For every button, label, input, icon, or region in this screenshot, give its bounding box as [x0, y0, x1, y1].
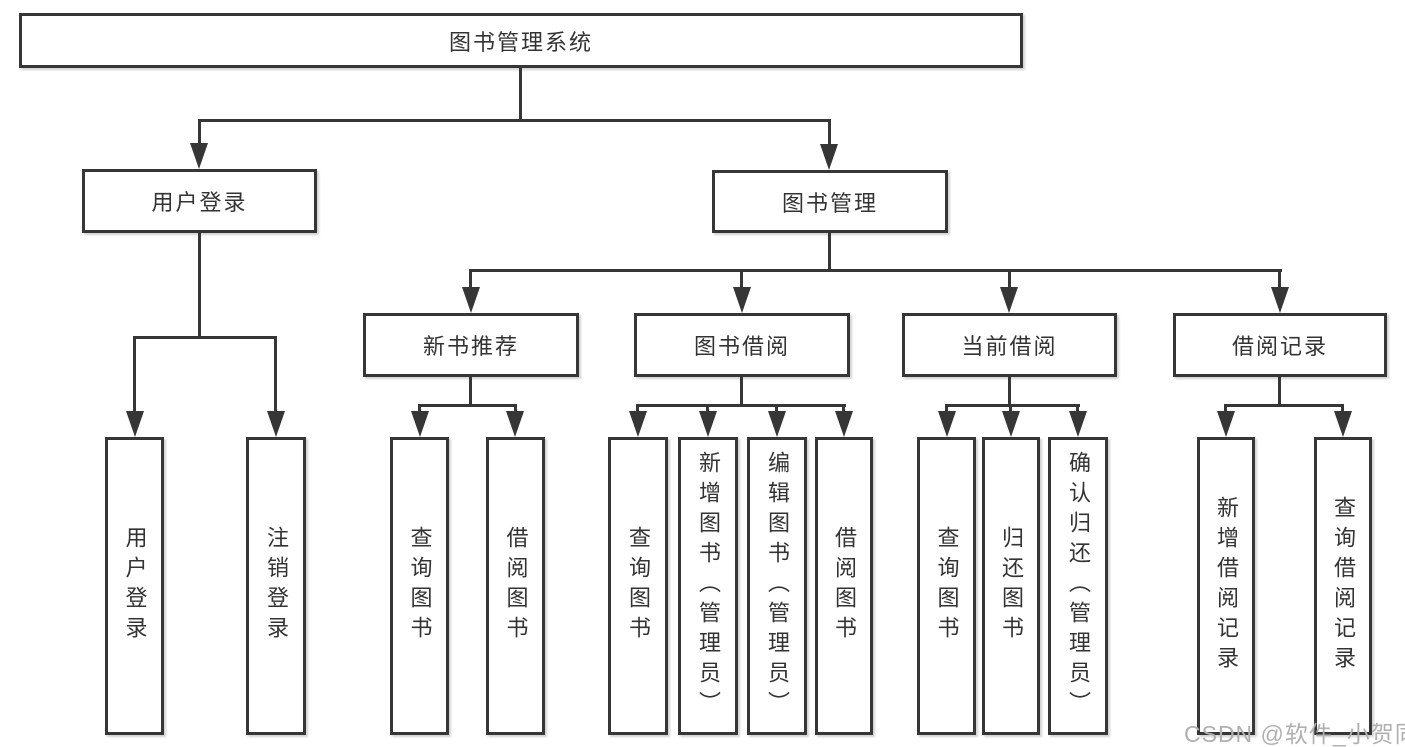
- arrowhead-icon: [1271, 287, 1289, 313]
- connector-line: [198, 119, 831, 122]
- connector-line: [418, 404, 421, 413]
- connector-line: [469, 377, 472, 407]
- node-root: 图书管理系统: [19, 13, 1023, 68]
- leaf-confirm-return-admin: 确认归还（管理员）: [1048, 437, 1108, 735]
- csdn-watermark: CSDN @软件_小贺同学: [1184, 721, 1405, 747]
- connector-line: [198, 233, 201, 338]
- leaf-query-books-recommend: 查询图书: [390, 437, 449, 735]
- connector-line: [514, 404, 517, 413]
- connector-line: [1008, 269, 1011, 289]
- connector-line: [775, 404, 778, 413]
- arrowhead-icon: [1002, 411, 1020, 437]
- node-borrow-records: 借阅记录: [1173, 313, 1387, 377]
- connector-line: [1278, 269, 1281, 289]
- arrowhead-icon: [462, 287, 480, 313]
- arrowhead-icon: [1000, 287, 1018, 313]
- leaf-edit-books-admin: 编辑图书（管理员）: [747, 437, 807, 735]
- arrowhead-icon: [820, 144, 838, 170]
- arrowhead-icon: [768, 411, 786, 437]
- leaf-return-books: 归还图书: [982, 437, 1040, 735]
- connector-line: [740, 377, 743, 407]
- connector-line: [1009, 404, 1012, 413]
- leaf-add-books-admin: 新增图书（管理员）: [678, 437, 738, 735]
- connector-line: [706, 404, 709, 413]
- connector-line: [1008, 377, 1011, 407]
- leaf-query-books-current: 查询图书: [917, 437, 976, 735]
- arrowhead-icon: [835, 411, 853, 437]
- leaf-add-borrow-record: 新增借阅记录: [1197, 437, 1255, 735]
- connector-line: [842, 404, 845, 413]
- connector-line: [133, 336, 277, 339]
- leaf-borrow-books-recommend: 借阅图书: [486, 437, 545, 735]
- arrowhead-icon: [1217, 411, 1235, 437]
- arrowhead-icon: [126, 411, 144, 437]
- connector-line: [636, 404, 639, 413]
- connector-line: [740, 269, 743, 289]
- connector-line: [469, 269, 1282, 272]
- connector-line: [945, 404, 948, 413]
- connector-line: [198, 119, 201, 145]
- arrowhead-icon: [411, 411, 429, 437]
- leaf-borrow-books: 借阅图书: [815, 437, 873, 735]
- connector-line: [636, 404, 846, 407]
- arrowhead-icon: [629, 411, 647, 437]
- arrowhead-icon: [733, 287, 751, 313]
- arrowhead-icon: [938, 411, 956, 437]
- node-user-login: 用户登录: [82, 169, 317, 233]
- connector-line: [945, 404, 1080, 407]
- arrowhead-icon: [699, 411, 717, 437]
- connector-line: [469, 269, 472, 289]
- arrowhead-icon: [1069, 411, 1087, 437]
- leaf-logout: 注销登录: [246, 437, 306, 735]
- connector-line: [1341, 404, 1344, 413]
- connector-line: [133, 336, 136, 413]
- connector-line: [1224, 404, 1227, 413]
- node-new-book-recommend: 新书推荐: [363, 313, 579, 377]
- connector-line: [418, 404, 517, 407]
- node-current-borrow: 当前借阅: [902, 313, 1117, 377]
- leaf-query-borrow-record: 查询借阅记录: [1314, 437, 1372, 735]
- arrowhead-icon: [190, 143, 208, 169]
- connector-line: [828, 233, 831, 271]
- connector-line: [1224, 404, 1344, 407]
- leaf-query-books-borrow: 查询图书: [608, 437, 668, 735]
- arrowhead-icon: [267, 411, 285, 437]
- connector-line: [1278, 377, 1281, 407]
- connector-line: [828, 119, 831, 146]
- arrowhead-icon: [506, 411, 524, 437]
- connector-line: [519, 68, 522, 121]
- node-book-management: 图书管理: [712, 170, 948, 233]
- node-book-borrow: 图书借阅: [634, 313, 850, 377]
- connector-line: [1076, 404, 1079, 413]
- connector-line: [274, 336, 277, 413]
- arrowhead-icon: [1334, 411, 1352, 437]
- leaf-user-login: 用户登录: [105, 437, 164, 735]
